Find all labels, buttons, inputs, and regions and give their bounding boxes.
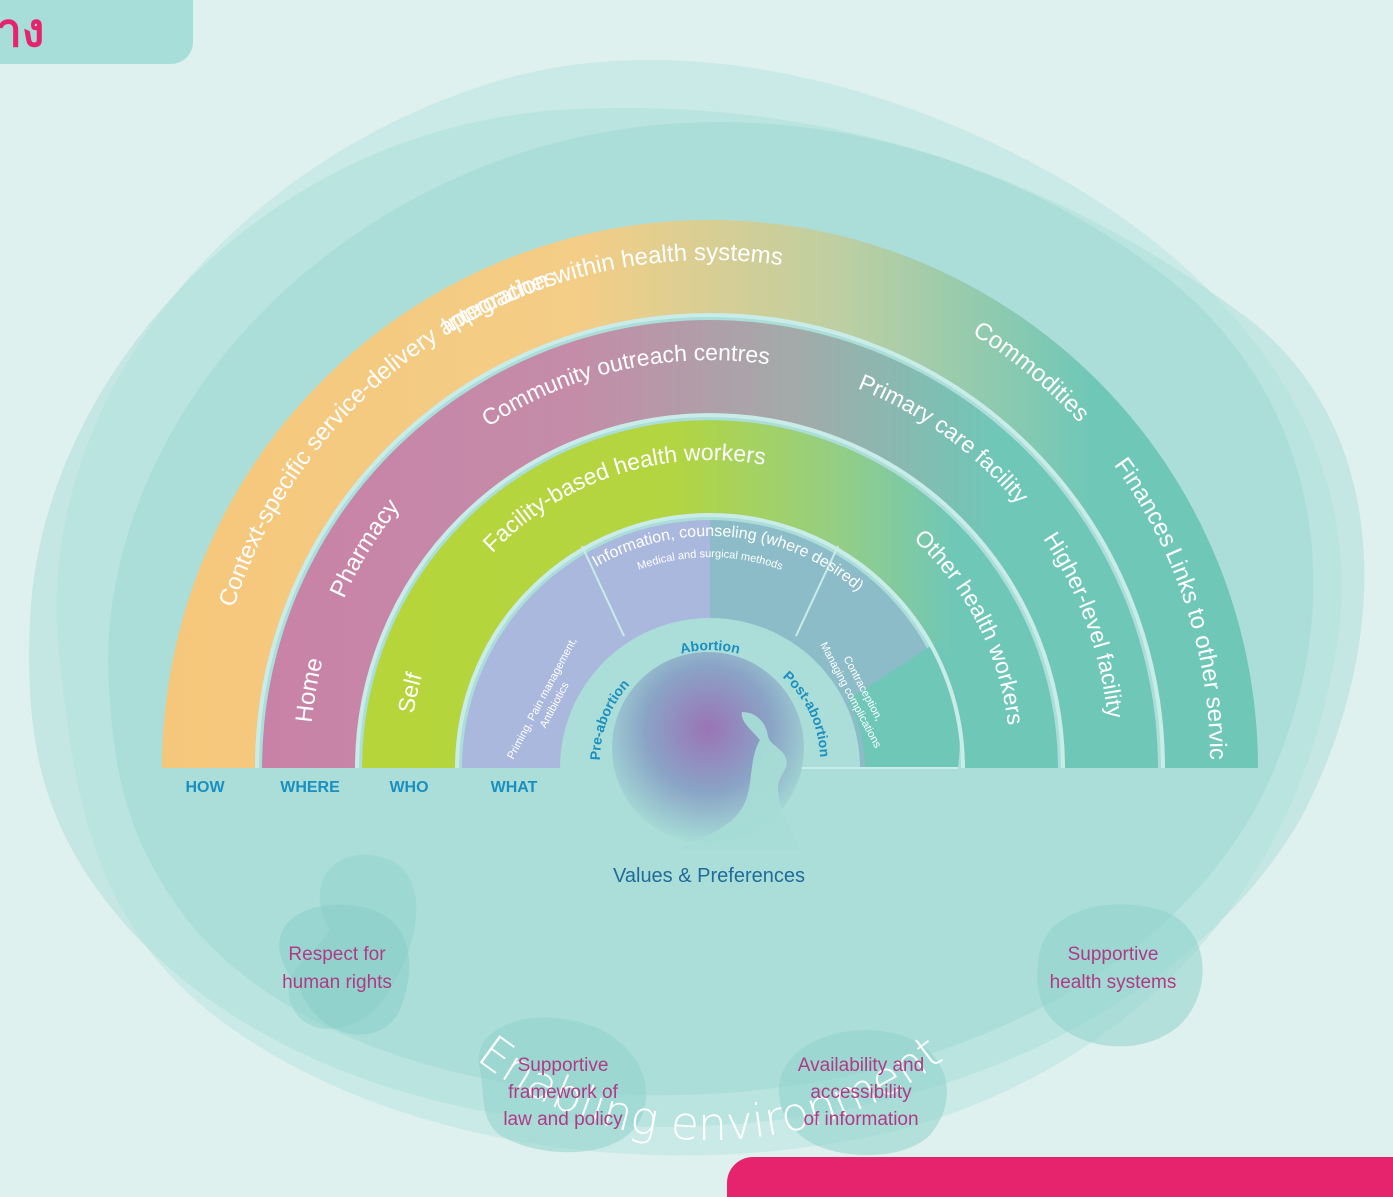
where-ring — [262, 320, 1158, 768]
bubble-info-line3: of information — [803, 1109, 918, 1130]
bubble-law-line2: framework of — [508, 1082, 619, 1103]
rings — [162, 220, 1258, 769]
axis-label-who: WHO — [389, 779, 428, 796]
bubble-info-line2: accessibility — [810, 1082, 912, 1103]
corner-tab: าง — [0, 0, 193, 64]
axis-label-what: WHAT — [491, 779, 538, 796]
values-preferences-label: Values & Preferences — [613, 865, 805, 887]
what-ring-far-right — [848, 640, 960, 768]
bubble-health-line2: health systems — [1050, 972, 1177, 993]
bubble-law-line3: law and policy — [503, 1109, 623, 1130]
axis-label-where: WHERE — [280, 779, 340, 796]
svg-text:Abortion: Abortion — [678, 637, 741, 657]
corner-glyph: าง — [0, 3, 45, 57]
bubble-law-line1: Supportive — [518, 1055, 609, 1076]
bubble-rights-line1: Respect for — [288, 944, 386, 965]
what-ring-left — [462, 520, 710, 768]
woman-profile-icon — [676, 712, 800, 850]
bubble-health-line1: Supportive — [1068, 944, 1159, 965]
bubble-info-line1: Availability and — [798, 1055, 924, 1076]
stage-abortion-label: Abortion — [678, 637, 741, 657]
values-center — [612, 652, 804, 850]
axis-label-how: HOW — [185, 779, 225, 796]
how-ring — [162, 220, 1258, 768]
pink-footer-bar — [727, 1157, 1393, 1197]
who-ring — [362, 420, 1058, 768]
bubble-rights-line2: human rights — [282, 972, 392, 993]
